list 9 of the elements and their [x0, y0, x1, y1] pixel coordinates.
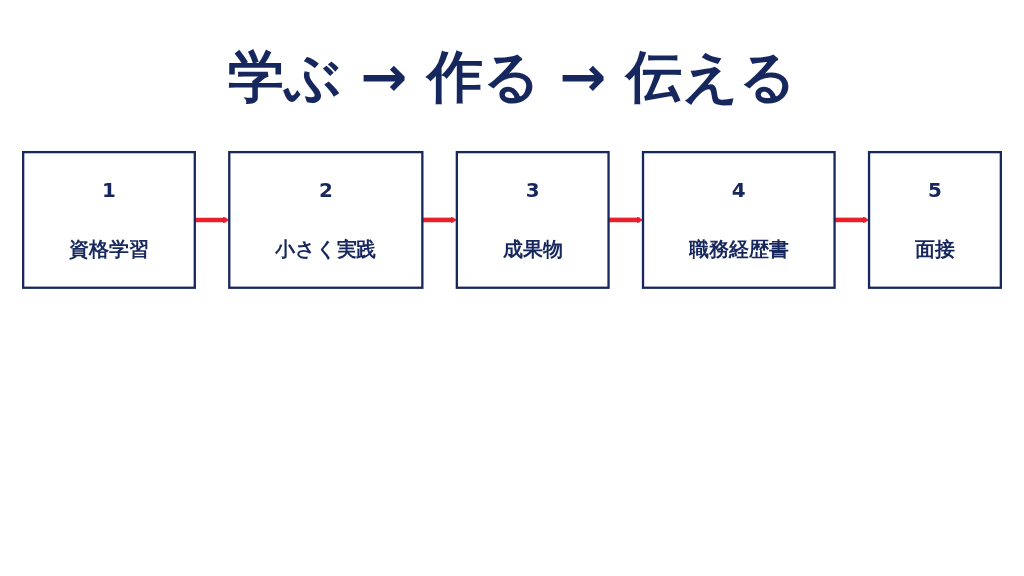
arrow [834, 216, 870, 224]
title: 学ぶ → 作る → 伝える [228, 43, 796, 111]
node-box: 3 成果物 [455, 151, 610, 289]
node-box: 1 資格学習 [22, 151, 196, 289]
node-box: 2 小さく実践 [228, 151, 424, 289]
node-box: 4 職務経歴書 [641, 151, 836, 289]
node-box: 5 面接 [867, 151, 1002, 289]
arrow [194, 216, 230, 224]
arrow [608, 216, 644, 224]
